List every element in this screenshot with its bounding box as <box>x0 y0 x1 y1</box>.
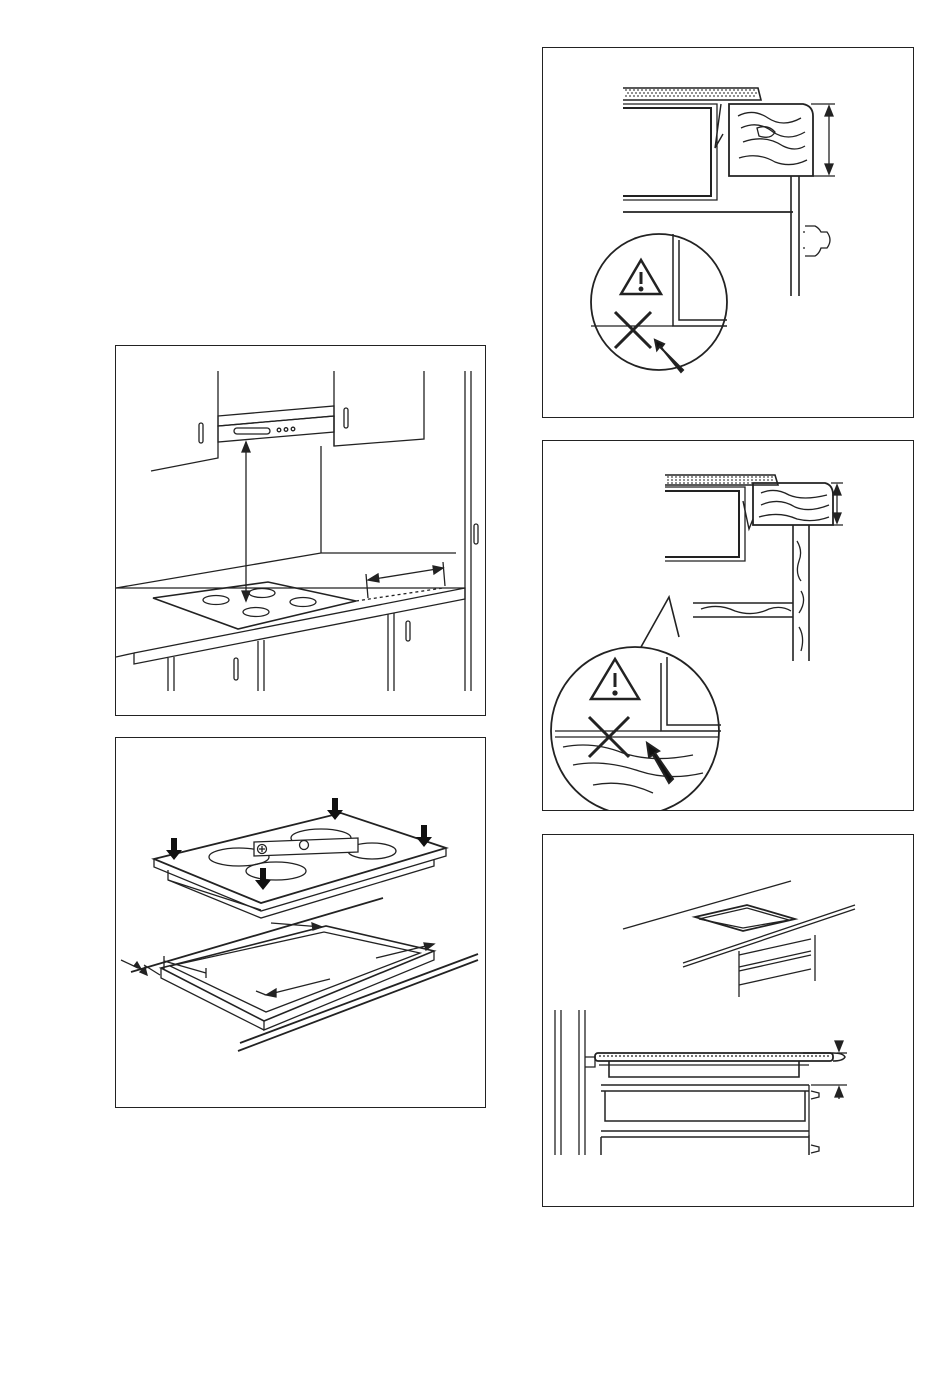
hob-top-icon <box>154 813 446 918</box>
seal-frame-icon <box>161 926 434 1030</box>
hob-glass <box>623 88 761 100</box>
tall-cabinet-handle <box>474 524 478 544</box>
worktop-thickness-arrow <box>811 104 835 176</box>
detail-magnifier <box>551 597 721 811</box>
detail-magnifier <box>591 234 727 370</box>
cooker-hood-icon <box>218 406 334 446</box>
tall-cabinet <box>465 371 471 691</box>
pointer-arrow <box>655 340 683 372</box>
door-knob <box>803 226 830 256</box>
hood-distance-arrow <box>242 442 250 601</box>
cross-icon <box>615 312 651 348</box>
hob-body <box>665 491 739 557</box>
worktop-recess-icon <box>623 881 855 997</box>
worktop <box>116 588 465 664</box>
base-handle <box>234 658 238 680</box>
figure-hood-distance <box>115 345 486 716</box>
base-handle <box>406 621 410 641</box>
warning-triangle-icon <box>591 659 639 699</box>
hob-icon <box>153 582 356 629</box>
hood-distance-drawing <box>116 346 486 716</box>
pointer-arrow <box>647 743 673 783</box>
wood-grain-worktop <box>729 104 813 176</box>
wall-cabinet-left <box>151 371 218 471</box>
figure-frame-installation <box>115 737 486 1108</box>
worktop-back-edge <box>116 553 456 588</box>
frame-installation-drawing <box>116 738 486 1108</box>
dimension-arrows <box>121 923 434 997</box>
shelf <box>693 603 793 617</box>
wall-cabinet-right <box>334 371 424 446</box>
warning-triangle-icon <box>621 260 661 294</box>
cabinet-side-wood <box>793 525 809 661</box>
wood-grain-worktop <box>753 483 833 525</box>
worktop-front-edge <box>238 954 478 1051</box>
clamp-shelf-drawing <box>543 441 914 811</box>
dimension-arrows <box>811 1041 847 1099</box>
figure-flush-mount <box>542 834 914 1207</box>
hob-body <box>623 108 711 196</box>
figure-clamp-shelf <box>542 440 914 811</box>
clamp <box>715 104 723 148</box>
hob-section-icon <box>555 1010 845 1155</box>
flush-mount-drawing <box>543 835 914 1207</box>
clamp-worktop-drawing <box>543 48 914 418</box>
figure-clamp-worktop <box>542 47 914 418</box>
cabinet-side <box>791 176 799 296</box>
